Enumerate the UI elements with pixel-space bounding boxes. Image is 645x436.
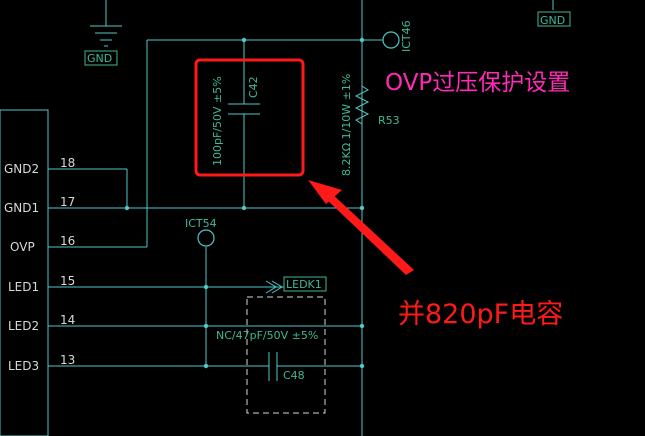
connector-body — [0, 109, 49, 436]
gnd-label-box-left — [84, 50, 118, 66]
r53-value: 8.2KΩ 1/10W ±1% — [340, 74, 353, 176]
pin-name-gnd1: GND1 — [4, 201, 39, 215]
c48-nc-box — [246, 296, 326, 414]
c48-ref: C48 — [283, 369, 305, 382]
ground-symbol-right: GND — [537, 0, 571, 27]
pin-number-18: 18 — [60, 156, 75, 170]
highlight-box-c42 — [194, 58, 305, 177]
test-point-ict46-label: ICT46 — [400, 20, 413, 52]
pin-name-led2: LED2 — [8, 319, 39, 333]
test-point-ict54 — [197, 229, 215, 247]
pin-number-15: 15 — [60, 274, 75, 288]
ground-symbol-left: GND — [84, 0, 122, 66]
pin-number-16: 16 — [60, 234, 75, 248]
annotation-arrow — [308, 180, 414, 275]
annotation-parallel-note: 并820pF电容 — [398, 299, 563, 330]
pin-name-led1: LED1 — [8, 280, 39, 294]
pin-name-ovp: OVP — [10, 240, 35, 254]
net-label-ledk1: LEDK1 — [265, 276, 327, 294]
capacitor-c42 — [228, 103, 260, 115]
c48-value: NC/47pF/50V ±5% — [216, 329, 318, 342]
c42-ref: C42 — [247, 76, 260, 98]
annotation-ovp-title: OVP过压保护设置 — [385, 70, 570, 96]
c42-value: 100pF/50V ±5% — [211, 76, 224, 166]
gnd-label-right: GND — [540, 14, 565, 27]
gnd-label-left: GND — [87, 52, 112, 65]
test-point-ict54-label: ICT54 — [185, 217, 217, 230]
ledk1-text: LEDK1 — [286, 278, 322, 291]
capacitor-c48 — [268, 352, 278, 381]
pin-name-led3: LED3 — [8, 359, 39, 373]
gnd-label-box-right — [537, 11, 571, 27]
resistor-r53 — [354, 80, 370, 208]
pin-number-17: 17 — [60, 195, 75, 209]
r53-ref: R53 — [378, 114, 400, 127]
pin-number-13: 13 — [60, 353, 75, 367]
pin-name-gnd2: GND2 — [4, 162, 39, 176]
test-point-ict46 — [382, 31, 400, 49]
pin-number-14: 14 — [60, 313, 75, 327]
